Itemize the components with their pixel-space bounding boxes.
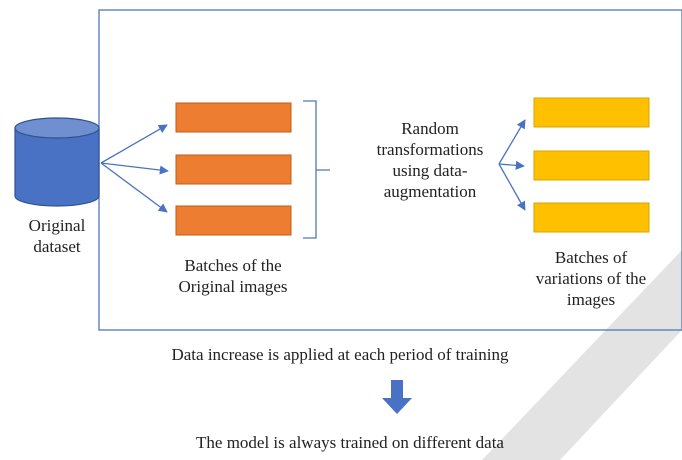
arrow-to-variation-1 xyxy=(498,119,526,165)
variation-batch-1 xyxy=(533,97,650,128)
database-icon xyxy=(14,117,100,207)
arrow-to-batch-1 xyxy=(100,124,168,164)
variation-batches-label-line3: images xyxy=(566,290,616,309)
arrow-to-batch-2 xyxy=(100,162,169,175)
watermark-stripe xyxy=(482,250,682,460)
arrow-to-variation-2 xyxy=(498,160,525,170)
variation-batches-label: Batches of variations of the images xyxy=(521,247,661,310)
original-batch-2 xyxy=(175,154,292,185)
dataset-label-line1: Original xyxy=(28,216,86,235)
variation-batch-3 xyxy=(533,202,650,233)
caption-training: The model is always trained on different… xyxy=(196,433,504,452)
original-batches-label-line1: Batches of the xyxy=(184,256,282,275)
transform-label: Random transformations using data- augme… xyxy=(360,118,500,202)
caption-augmentation: Data increase is applied at each period … xyxy=(171,345,509,364)
variation-batches-label-line1: Batches of xyxy=(554,248,628,267)
transform-line1: Random xyxy=(401,119,459,138)
arrow-to-batch-3 xyxy=(100,162,168,213)
arrow-to-variation-3 xyxy=(498,163,526,211)
transform-line4: augmentation xyxy=(383,182,477,201)
cylinder-top xyxy=(14,117,100,139)
batch-bracket xyxy=(303,100,330,239)
dataset-arrows xyxy=(100,124,169,213)
variation-batches xyxy=(533,97,650,233)
variation-batches-label-line2: variations of the xyxy=(535,269,647,288)
transform-line3: using data- xyxy=(392,161,468,180)
transform-line2: transformations xyxy=(376,140,484,159)
variation-arrows xyxy=(498,119,526,211)
original-batches-label-line2: Original images xyxy=(178,277,288,296)
dataset-label-line2: dataset xyxy=(33,237,81,256)
original-batches-label: Batches of the Original images xyxy=(163,255,303,297)
original-batch-3 xyxy=(175,205,292,236)
original-batch-1 xyxy=(175,102,292,133)
cylinder-body xyxy=(14,127,100,207)
original-batches xyxy=(175,102,292,236)
dataset-label: Original dataset xyxy=(2,215,112,257)
down-arrow-icon xyxy=(382,380,412,414)
variation-batch-2 xyxy=(533,150,650,181)
